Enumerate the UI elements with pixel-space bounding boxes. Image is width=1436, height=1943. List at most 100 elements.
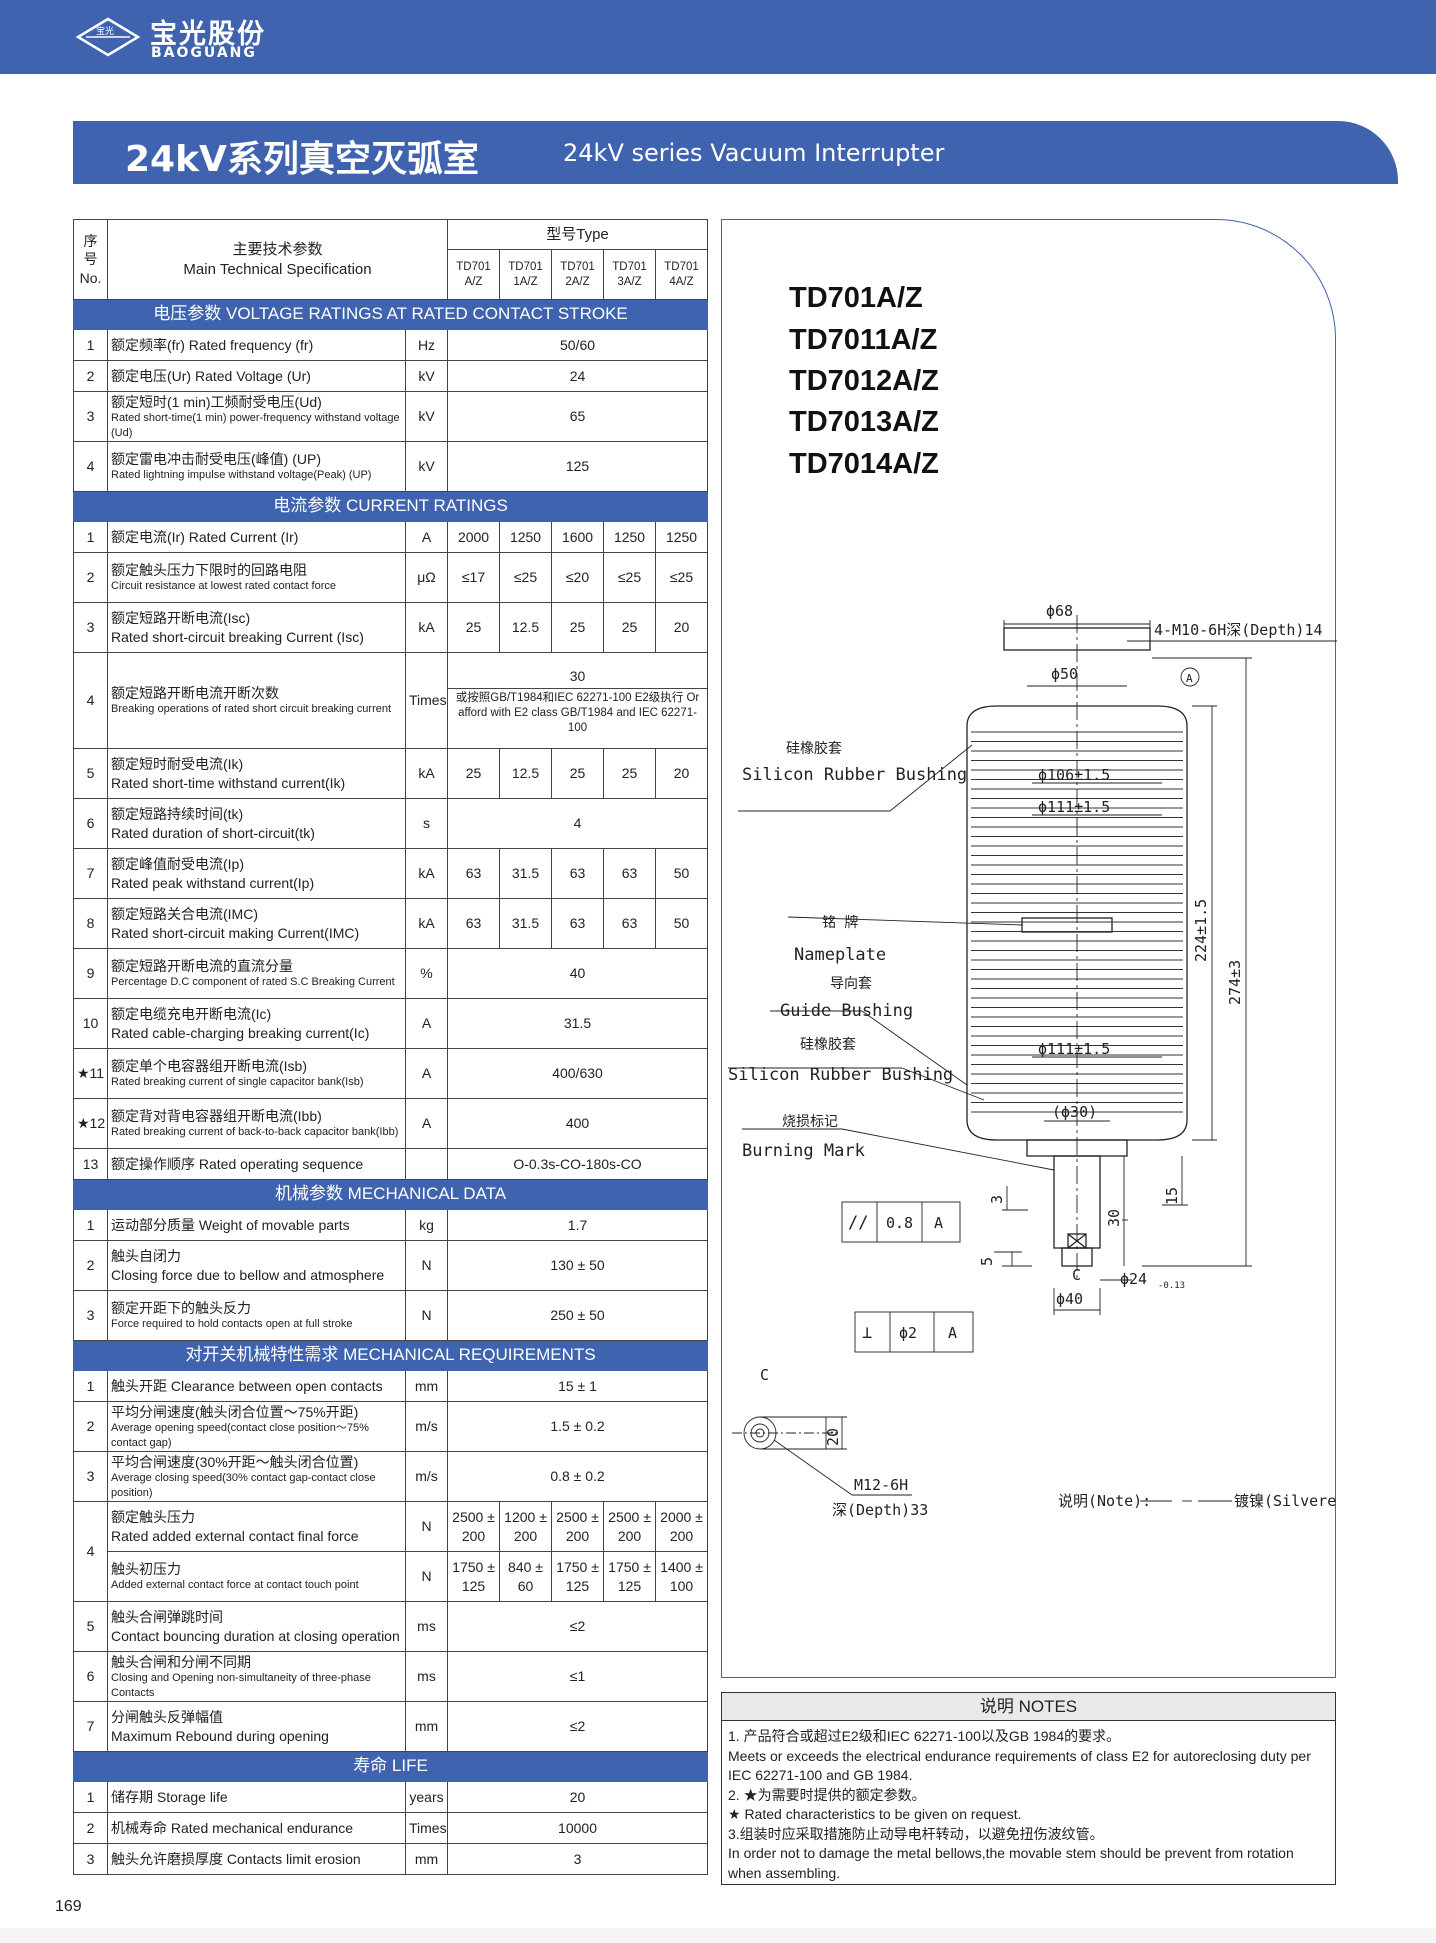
value-cell: 250 ± 50: [447, 1290, 709, 1341]
value-line: 125: [461, 1577, 486, 1594]
unit-cell: mm: [404, 1370, 449, 1402]
dim-h5: 5: [978, 1257, 996, 1266]
row-number: 10: [73, 998, 108, 1049]
value-line: 1750 ±: [452, 1559, 495, 1576]
title-banner: 24kV系列真空灭弧室 24kV series Vacuum Interrupt…: [73, 121, 1398, 184]
spec-name: 额定频率(fr) Rated frequency (fr): [107, 329, 406, 361]
row-number: 8: [73, 898, 108, 949]
row-number: 5: [73, 748, 108, 799]
value-cell: 31.5: [499, 898, 553, 949]
section-title: 机械参数 MECHANICAL DATA: [72, 1179, 709, 1210]
value-cell: 2500 ±200: [551, 1501, 605, 1552]
value-cell: 12.5: [499, 602, 553, 653]
unit-cell: kV: [404, 391, 449, 442]
dim-d30: (ϕ30): [1052, 1103, 1097, 1121]
value-cell: 1200 ±200: [499, 1501, 553, 1552]
unit-cell: kA: [404, 848, 449, 899]
value-cell: 3: [447, 1843, 709, 1875]
spec-name-cn: 触头初压力: [111, 1561, 181, 1578]
value-cell: ≤2: [447, 1601, 709, 1652]
row-number: 2: [73, 1401, 108, 1452]
dim-d40: ϕ40: [1056, 1290, 1083, 1308]
value-cell: 24: [447, 360, 709, 392]
spec-name-cn: 额定电流(Ir) Rated Current (Ir): [111, 528, 299, 545]
row-number: 5: [73, 1601, 108, 1652]
value-line: 125: [617, 1577, 642, 1594]
unit-cell: s: [404, 798, 449, 849]
thread-callout: 4-M10-6H深(Depth)14: [1154, 621, 1323, 639]
row-number: 1: [73, 521, 108, 553]
spec-name-cn: 额定短路开断电流开断次数: [111, 685, 279, 702]
spec-name-en: Average closing speed(30% contact gap-co…: [111, 1472, 376, 1499]
value-cell: 2500 ±200: [447, 1501, 501, 1552]
spec-name-en: Rated added external contact final force: [111, 1527, 359, 1544]
unit-cell: N: [404, 1551, 449, 1602]
unit-cell: kV: [404, 360, 449, 392]
spec-name-cn: 额定单个电容器组开断电流(Isb): [111, 1058, 307, 1075]
spec-name-en: Rated short-time withstand current(Ik): [111, 774, 346, 791]
dim-h3: 3: [988, 1195, 1006, 1204]
value-cell: 50: [655, 848, 709, 899]
value-cell: 10000: [447, 1812, 709, 1844]
spec-name-en: Breaking operations of rated short circu…: [111, 703, 392, 716]
baoguang-logo-icon: 宝光: [76, 17, 140, 57]
value-cell: 63: [603, 848, 657, 899]
view-c-label: C: [760, 1366, 769, 1384]
value-cell: 2000 ±200: [655, 1501, 709, 1552]
unit-cell: %: [404, 948, 449, 999]
section-header: 寿命 LIFE: [72, 1751, 709, 1782]
unit-cell: ms: [404, 1601, 449, 1652]
row-number: 6: [73, 1651, 108, 1702]
row-number: 4: [73, 652, 108, 749]
dim-d106: ϕ106±1.5: [1038, 766, 1110, 784]
row-number: 3: [73, 1290, 108, 1341]
spec-name-cn: 额定峰值耐受电流(Ip): [111, 856, 244, 873]
label-silicon2-en: Silicon Rubber Bushing: [728, 1065, 953, 1085]
value-cell: 400: [447, 1098, 709, 1149]
value-cell: 125: [447, 441, 709, 492]
value-cell: 31.5: [447, 998, 709, 1049]
dim-h224: 224±1.5: [1192, 899, 1210, 962]
value-line: 200: [461, 1527, 486, 1544]
value-note: 或按照GB/T1984和IEC 62271-100 E2级执行 Or affor…: [455, 691, 700, 734]
row-number: 2: [73, 552, 108, 603]
value-main: 30: [448, 664, 708, 689]
spec-name: 额定操作顺序 Rated operating sequence: [107, 1148, 406, 1180]
model-name: TD7011A/Z: [789, 324, 938, 356]
spec-name: 储存期 Storage life: [107, 1781, 406, 1813]
value-cell: 31.5: [499, 848, 553, 899]
model-name: TD7013A/Z: [789, 406, 939, 438]
value-cell: 65: [447, 391, 709, 442]
value-cell: 25: [447, 602, 501, 653]
row-number: ★12: [73, 1098, 108, 1149]
note-label: 说明(Note):: [1058, 1492, 1151, 1510]
spec-name: 额定单个电容器组开断电流(Isb)Rated breaking current …: [107, 1048, 406, 1099]
value-cell: 15 ± 1: [447, 1370, 709, 1402]
label-nameplate-cn: 铭 牌: [822, 914, 858, 931]
value-cell: 1.7: [447, 1209, 709, 1241]
spec-name-cn: 额定开距下的触头反力: [111, 1300, 251, 1317]
value-cell: 1750 ±125: [551, 1551, 605, 1602]
perpendicularity-value: ϕ2: [899, 1324, 917, 1342]
row-number: 3: [73, 1843, 108, 1875]
section-title: 电压参数 VOLTAGE RATINGS AT RATED CONTACT ST…: [72, 299, 709, 330]
value-cell: 63: [603, 898, 657, 949]
spec-name-cn: 触头开距 Clearance between open contacts: [111, 1377, 383, 1394]
row-number: 2: [73, 1240, 108, 1291]
value-line: 200: [617, 1527, 642, 1544]
unit-cell: m/s: [404, 1451, 449, 1502]
section-header: 电流参数 CURRENT RATINGS: [72, 491, 709, 522]
row-number: 1: [73, 1209, 108, 1241]
dim-d111: ϕ111±1.5: [1038, 1040, 1110, 1058]
